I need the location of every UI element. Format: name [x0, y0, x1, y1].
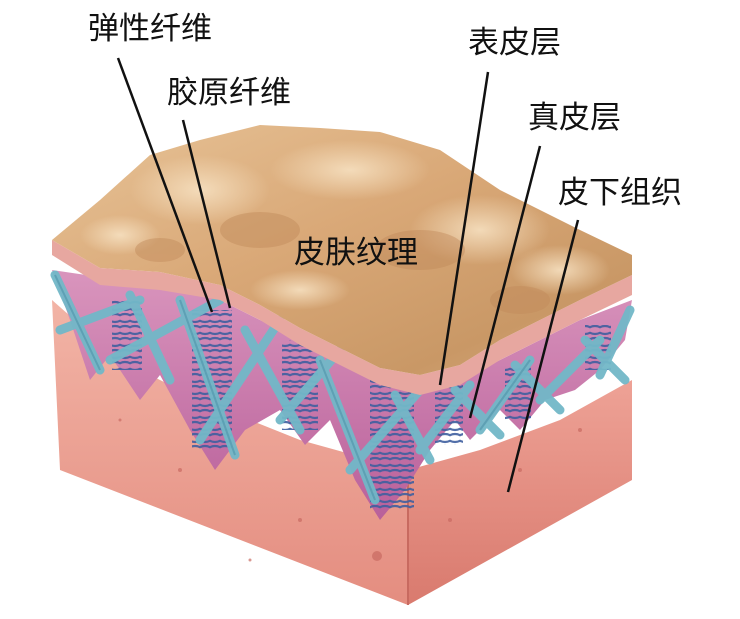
label-collagen-fiber: 胶原纤维 — [167, 75, 291, 111]
leader-subcutaneous — [506, 219, 580, 493]
label-skin-texture: 皮肤纹理 — [294, 235, 418, 271]
label-dermis: 真皮层 — [528, 100, 621, 136]
label-epidermis: 表皮层 — [468, 25, 561, 61]
leader-elastic-fiber — [116, 57, 214, 313]
subcutaneous-right-face — [408, 380, 632, 605]
leader-epidermis — [438, 71, 490, 386]
surface-darker-spots — [135, 212, 550, 314]
leader-dermis — [468, 145, 542, 419]
collagen-fiber-stripes — [54, 274, 531, 501]
label-subcutaneous-tissue: 皮下组织 — [558, 175, 682, 211]
leader-lines — [116, 57, 580, 493]
leader-collagen-fiber — [181, 119, 232, 309]
subcutaneous-speckles — [118, 418, 582, 562]
label-elastic-fiber: 弹性纤维 — [88, 11, 212, 47]
